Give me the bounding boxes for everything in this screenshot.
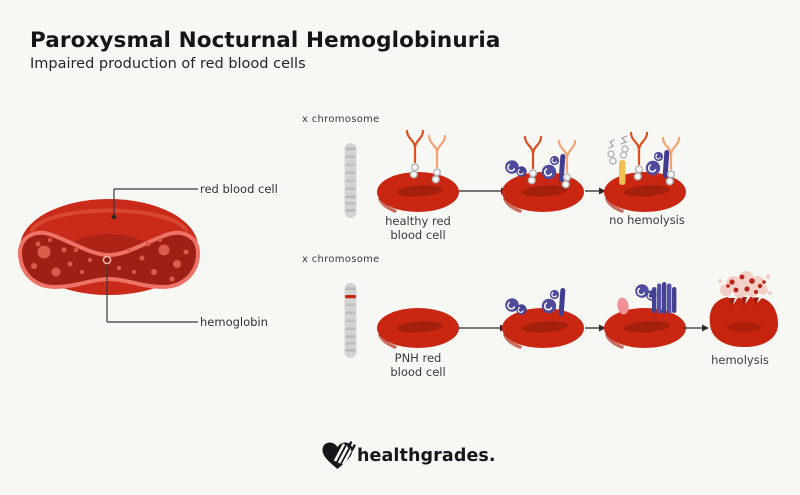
x-chromosome-mutated-icon (344, 283, 357, 358)
label-healthy-cell: healthy red blood cell (385, 214, 451, 242)
healthy-red-blood-cell-icon (375, 129, 461, 214)
hemoglobin-pointer-dot (102, 255, 112, 265)
page-subtitle: Impaired production of red blood cells (30, 56, 306, 72)
gpi-receptor-icon (405, 129, 425, 179)
complement-protein-icon (504, 159, 528, 178)
red-blood-cell-cutaway-icon (18, 199, 200, 295)
membrane-attack-complex-icon (652, 282, 677, 314)
callout-lines (106, 188, 198, 323)
mac-formation-cell-icon (602, 282, 688, 350)
red-blood-cell-illustration (18, 188, 200, 323)
page-title: Paroxysmal Nocturnal Hemoglobinuria (30, 28, 501, 53)
label-pnh-cell: PNH red blood cell (390, 351, 446, 379)
complement-protein-icon (504, 297, 528, 316)
hemoglobin-dots (31, 238, 189, 282)
complement-attack-cell-icon (500, 135, 586, 214)
arrow-right-icon (684, 324, 709, 332)
healthgrades-heart-icon (322, 441, 356, 469)
complement-attack-pnh-cell-icon (500, 287, 586, 350)
label-no-hemolysis: no hemolysis (609, 213, 685, 227)
label-hemoglobin: hemoglobin (200, 315, 268, 329)
mutation-band (345, 295, 356, 299)
spilled-contents-foam (717, 271, 772, 298)
complement-fragment-icon (617, 297, 629, 315)
inhibitor-protected-cell-icon (602, 131, 688, 214)
label-hemolysis: hemolysis (711, 353, 769, 367)
pnh-red-blood-cell-icon (375, 306, 461, 350)
label-red-blood-cell: red blood cell (200, 182, 278, 196)
x-chromosome-label: x chromosome (302, 114, 380, 125)
x-chromosome-label: x chromosome (302, 254, 380, 265)
red-blood-cell-pointer-dot (111, 214, 117, 220)
arrow-right-icon (585, 187, 606, 195)
hemolysis-burst-icon (709, 271, 778, 347)
x-chromosome-icon (344, 143, 357, 218)
arrow-right-icon (585, 324, 606, 332)
inhibitor-rod-icon (619, 135, 629, 185)
brand-wordmark: healthgrades. (357, 446, 496, 466)
detached-anchor-icon (607, 139, 617, 165)
